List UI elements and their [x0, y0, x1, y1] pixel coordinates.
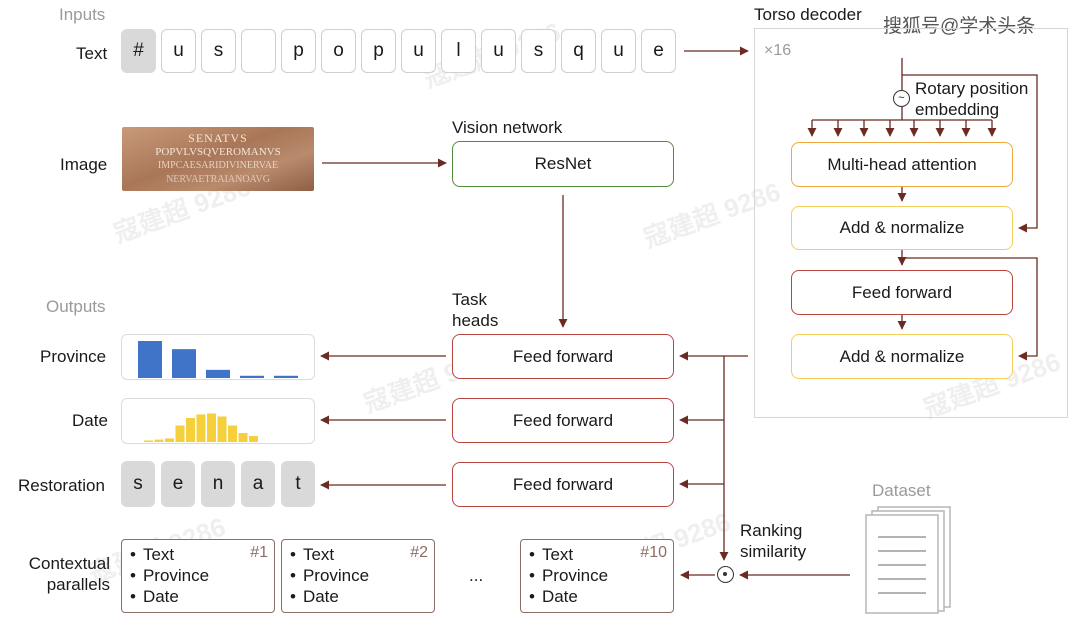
text-token: u	[481, 29, 516, 73]
parallel-item: Province	[302, 565, 434, 586]
parallel-item: Date	[541, 586, 673, 607]
parallel-item: Date	[142, 586, 274, 607]
text-token: l	[441, 29, 476, 73]
brand-watermark: 搜狐号@学术头条	[883, 16, 1036, 37]
province-chart	[121, 334, 315, 380]
parallels-label-line: Contextual	[28, 554, 110, 573]
histogram-bar	[240, 375, 264, 378]
contextual-parallels-label: Contextual parallels	[20, 553, 110, 595]
vision-network-title: Vision network	[452, 118, 563, 137]
text-token: o	[321, 29, 356, 73]
text-label: Text	[76, 44, 108, 63]
multi-head-attention-block: Multi-head attention	[791, 142, 1013, 187]
inscription-line: IMPCAESARIDIVINERVAE	[157, 160, 279, 171]
histogram-bar	[217, 416, 227, 442]
ranking-similarity-label: Ranking similarity	[740, 521, 807, 561]
date-chart	[121, 398, 315, 444]
missing-token	[241, 29, 276, 73]
parallel-item: Province	[541, 565, 673, 586]
text-token: u	[161, 29, 196, 73]
parallel-number: #2	[410, 544, 428, 561]
masked-token: #	[121, 29, 156, 73]
rotary-embedding-label: Rotary position embedding	[915, 79, 1029, 119]
inscription-line: NERVAETRAIANOAVG	[166, 174, 270, 185]
restored-token: e	[161, 461, 195, 507]
histogram-bar	[165, 438, 174, 442]
province-head: Feed forward	[452, 334, 674, 379]
parallel-item: Text	[142, 544, 274, 565]
parallel-card-10: #10 Text Province Date	[520, 539, 674, 613]
parallel-item: Province	[142, 565, 274, 586]
histogram-bar	[228, 425, 237, 442]
restored-token: n	[201, 461, 235, 507]
histogram-bar	[196, 414, 206, 442]
restored-token: s	[121, 461, 155, 507]
histogram-bar	[207, 413, 216, 442]
restored-token: a	[241, 461, 275, 507]
text-token: u	[401, 29, 436, 73]
parallel-card-2: #2 Text Province Date	[281, 539, 435, 613]
inputs-heading: Inputs	[59, 5, 106, 24]
date-label: Date	[72, 411, 108, 430]
parallel-number: #1	[250, 544, 268, 561]
parallel-item: Text	[541, 544, 673, 565]
repeat-count: ×16	[764, 42, 792, 59]
text-token: p	[281, 29, 316, 73]
outputs-heading: Outputs	[46, 297, 106, 316]
parallel-item: Date	[302, 586, 434, 607]
feed-forward-block: Feed forward	[791, 270, 1013, 315]
inscription-line: POPVLVSQVEROMANVS	[155, 146, 281, 158]
text-token: p	[361, 29, 396, 73]
rotary-icon: ~	[893, 90, 910, 107]
histogram-bar	[175, 425, 185, 442]
histogram-bar	[206, 369, 230, 378]
ellipsis: ...	[469, 566, 484, 585]
task-heads-title: Task heads	[452, 290, 499, 330]
histogram-bar	[172, 349, 196, 378]
image-label: Image	[60, 155, 108, 174]
text-token: s	[521, 29, 556, 73]
dataset-label: Dataset	[872, 481, 931, 500]
histogram-bar	[238, 433, 248, 442]
add-normalize-block-2: Add & normalize	[791, 334, 1013, 379]
text-token: u	[601, 29, 636, 73]
dot-product-icon	[717, 566, 734, 583]
histogram-bar	[274, 375, 298, 378]
text-token: s	[201, 29, 236, 73]
parallel-item: Text	[302, 544, 434, 565]
torso-decoder-panel	[754, 28, 1068, 418]
resnet-block: ResNet	[452, 141, 674, 187]
dataset-documents-icon	[865, 506, 951, 614]
parallels-label-line: parallels	[46, 575, 110, 594]
add-normalize-block-1: Add & normalize	[791, 206, 1013, 250]
histogram-bar	[144, 440, 153, 442]
date-head: Feed forward	[452, 398, 674, 443]
torso-decoder-title: Torso decoder	[754, 5, 862, 24]
histogram-bar	[154, 439, 164, 442]
restoration-head: Feed forward	[452, 462, 674, 507]
text-token: e	[641, 29, 676, 73]
date-bars	[144, 413, 258, 442]
histogram-bar	[249, 436, 258, 442]
text-token: q	[561, 29, 596, 73]
parallel-card-1: #1 Text Province Date	[121, 539, 275, 613]
province-label: Province	[40, 347, 107, 366]
restoration-label: Restoration	[18, 476, 105, 495]
inscription-line: SENATVS	[188, 131, 248, 145]
histogram-bar	[138, 341, 162, 378]
histogram-bar	[186, 418, 195, 442]
inscription-image: SENATVS POPVLVSQVEROMANVS IMPCAESARIDIVI…	[122, 127, 314, 191]
province-bars	[138, 341, 298, 378]
restored-token: t	[281, 461, 315, 507]
parallel-number: #10	[640, 544, 667, 561]
